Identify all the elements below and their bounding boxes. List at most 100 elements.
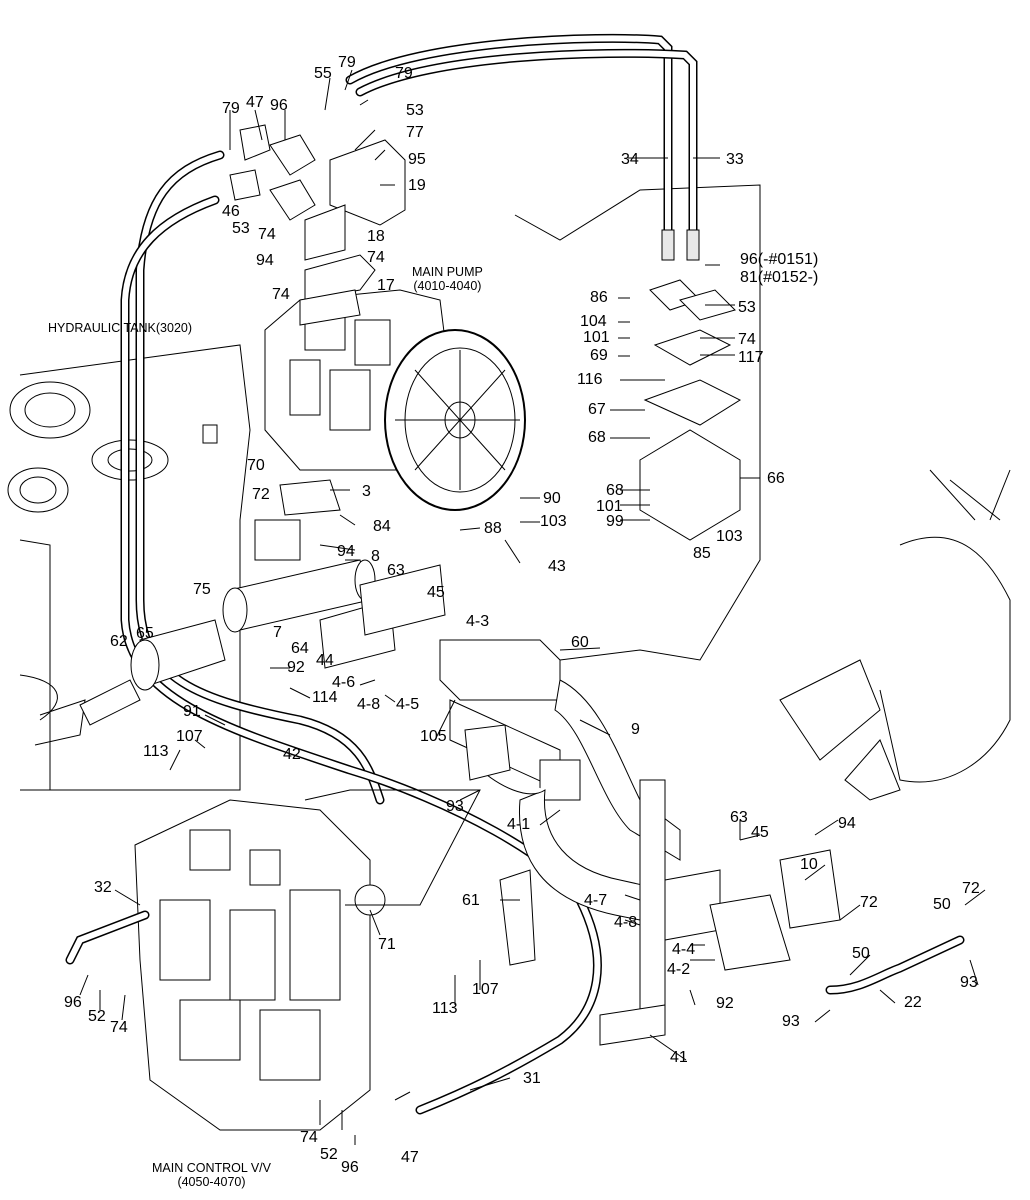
- callout: 65: [136, 625, 154, 642]
- callout: 52: [320, 1146, 338, 1163]
- engine-outline: [514, 184, 1011, 801]
- callout: 4-8: [357, 696, 381, 713]
- callout: 72: [860, 894, 878, 911]
- callout: 74: [367, 249, 385, 266]
- callout: 31: [523, 1070, 541, 1087]
- callout: 72: [252, 486, 270, 503]
- callout: 45: [427, 584, 445, 601]
- callout: 90: [543, 490, 561, 507]
- callout: 114: [312, 689, 338, 706]
- callout: 86: [590, 289, 608, 306]
- callout: 55: [314, 65, 332, 82]
- callout: 42: [283, 746, 301, 763]
- valve-blocks: [229, 124, 406, 326]
- callout: 99: [606, 513, 624, 530]
- callout: 96: [341, 1159, 359, 1176]
- callout: 10: [800, 856, 818, 873]
- main-control-valve-label: MAIN CONTROL V/V (4050-4070): [152, 1161, 271, 1189]
- callout: 33: [726, 151, 744, 168]
- callout: 63: [387, 562, 405, 579]
- callout: 60: [571, 634, 589, 651]
- callout: 3: [362, 483, 371, 500]
- callout: 41: [670, 1049, 688, 1066]
- callout: 62: [110, 633, 128, 650]
- callout: 93: [446, 798, 464, 815]
- callout: 116: [577, 371, 603, 388]
- callout: 47: [401, 1149, 419, 1166]
- callout: 79: [338, 54, 356, 71]
- callout: 113: [432, 1000, 458, 1017]
- callout: 8: [371, 548, 380, 565]
- hoses-22-32: [65, 910, 965, 995]
- callout: 63: [730, 809, 748, 826]
- callout: 47: [246, 94, 264, 111]
- callout: 113: [143, 743, 169, 760]
- callout: 85: [693, 545, 711, 562]
- callout: 52: [88, 1008, 106, 1025]
- callout: 117: [738, 349, 764, 366]
- callout: 50: [852, 945, 870, 962]
- callout: 79: [395, 65, 413, 82]
- callout: 4-3: [466, 613, 490, 630]
- callout: 66: [767, 470, 785, 487]
- suction-pipes: [79, 479, 446, 726]
- callout: 4-2: [667, 961, 691, 978]
- callout: 94: [337, 543, 355, 560]
- callout: 68: [588, 429, 606, 446]
- callout: 4-5: [396, 696, 420, 713]
- callout: 71: [378, 936, 396, 953]
- callout: 107: [176, 728, 203, 745]
- callout: 105: [420, 728, 447, 745]
- callout: 34: [621, 151, 639, 168]
- callout: 4-8: [614, 914, 638, 931]
- callout: 95: [408, 151, 426, 168]
- callout: 77: [406, 124, 424, 141]
- hydraulic-tank-label: HYDRAULIC TANK(3020): [48, 321, 193, 335]
- callout: 91: [183, 703, 201, 720]
- callout: 72: [962, 880, 980, 897]
- callout: 107: [472, 981, 499, 998]
- callout: 88: [484, 520, 502, 537]
- main-pump-label: MAIN PUMP (4010-4040): [412, 265, 483, 293]
- callout: 74: [300, 1129, 318, 1146]
- callout: 74: [258, 226, 276, 243]
- callout: 64: [291, 640, 309, 657]
- callout: 19: [408, 177, 426, 194]
- callout: 43: [548, 558, 566, 575]
- callout: 84: [373, 518, 391, 535]
- callout: 101: [596, 498, 623, 515]
- callout: 67: [588, 401, 606, 418]
- callout: 103: [540, 513, 567, 530]
- callout: 68: [606, 482, 624, 499]
- callout: 53: [406, 102, 424, 119]
- callout: 4-4: [672, 941, 696, 958]
- callout: 7: [273, 624, 282, 641]
- callout: 93: [782, 1013, 800, 1030]
- callout: 17: [377, 277, 395, 294]
- callout: 96: [270, 97, 288, 114]
- callout: 46: [222, 203, 240, 220]
- callout: 93: [960, 974, 978, 991]
- callout: 53: [232, 220, 250, 237]
- callout: 74: [738, 331, 756, 348]
- callout: 9: [631, 721, 640, 738]
- callout: 61: [462, 892, 480, 909]
- callout: 45: [751, 824, 769, 841]
- callout: 96: [64, 994, 82, 1011]
- callout: 94: [838, 815, 856, 832]
- callout: 79: [222, 100, 240, 117]
- callout: 50: [933, 896, 951, 913]
- main-control-valve: [134, 789, 481, 1131]
- callout: 74: [110, 1019, 128, 1036]
- callout: 103: [716, 528, 743, 545]
- callout: 44: [316, 652, 334, 669]
- hoses-33-34: [345, 33, 700, 261]
- callout: 81(#0152-): [740, 269, 819, 286]
- callout: 104: [580, 313, 607, 330]
- callout: 75: [193, 581, 211, 598]
- callout: 74: [272, 286, 290, 303]
- callout: 4-6: [332, 674, 356, 691]
- main-pump: [264, 289, 526, 511]
